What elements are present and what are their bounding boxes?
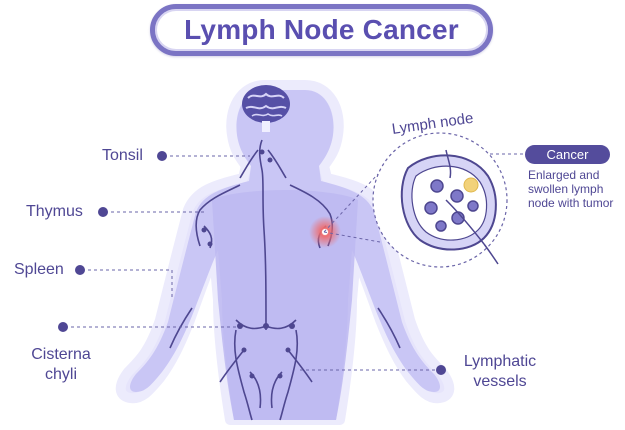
vessel-nodes — [201, 149, 295, 379]
cancer-desc-line2: swollen lymph — [528, 182, 604, 196]
label-lymphatic-vessels: Lymphatic vessels — [452, 352, 548, 392]
label-cisterna-line1: Cisterna — [31, 346, 91, 363]
tumor — [463, 177, 479, 193]
label-thymus: Thymus — [26, 203, 83, 220]
cancer-badge: Cancer — [525, 145, 610, 164]
label-cisterna-line2: chyli — [44, 366, 77, 383]
brain — [242, 85, 290, 132]
label-spleen: Spleen — [14, 261, 64, 278]
page-title: Lymph Node Cancer — [184, 14, 459, 45]
label-lymphatic-line2: vessels — [473, 373, 527, 390]
cancer-description: Enlarged and swollen lymph node with tum… — [528, 168, 625, 210]
label-tonsil: Tonsil — [102, 147, 143, 164]
title-banner: Lymph Node Cancer — [150, 4, 493, 56]
cancer-desc-line1: Enlarged and — [528, 168, 600, 182]
label-dots — [58, 151, 446, 375]
label-lymphatic-line1: Lymphatic — [463, 353, 537, 370]
label-cisterna-chyli: Cisterna chyli — [26, 345, 96, 385]
lymph-node-zoom — [372, 132, 508, 268]
cancer-desc-line3: node with tumor — [528, 196, 614, 210]
